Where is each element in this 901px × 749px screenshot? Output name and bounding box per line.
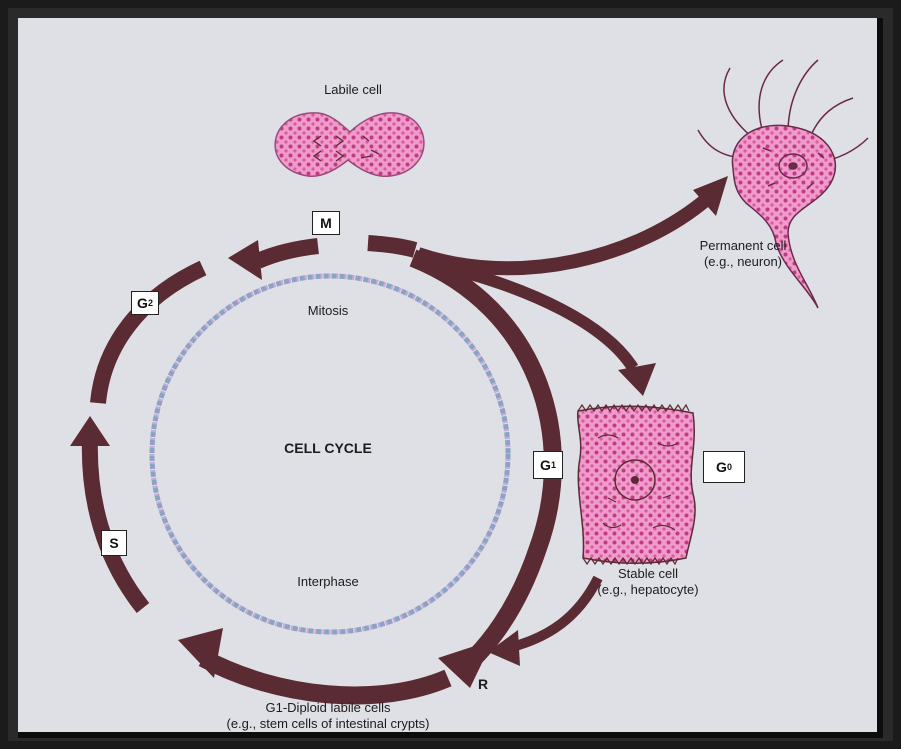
phase-s-label: S	[109, 535, 118, 551]
g1-diploid-label: G1-Diploid labile cells (e.g., stem cell…	[168, 700, 488, 732]
g1-diploid-example: (e.g., stem cells of intestinal crypts)	[168, 716, 488, 732]
permanent-cell-example: (e.g., neuron)	[678, 254, 808, 270]
phase-g0-letter: G	[716, 459, 727, 475]
arc-g2-up	[98, 268, 203, 403]
arc-r-to-left	[203, 658, 448, 695]
arc-g2-to-m	[258, 246, 318, 261]
cell-cycle-title: CELL CYCLE	[248, 440, 408, 456]
arc-s-up	[90, 438, 143, 608]
arc-to-permanent	[418, 198, 708, 268]
mitosis-label: Mitosis	[288, 303, 368, 319]
phase-g2-letter: G	[137, 295, 148, 311]
stable-cell-example: (e.g., hepatocyte)	[573, 582, 723, 598]
permanent-cell-title: Permanent cell	[678, 238, 808, 254]
permanent-cell-label: Permanent cell (e.g., neuron)	[678, 238, 808, 270]
phase-m-label: M	[320, 215, 332, 231]
arrowhead-to-m	[228, 240, 262, 280]
phase-g0-subscript: 0	[727, 462, 732, 472]
stable-cell-label: Stable cell (e.g., hepatocyte)	[573, 566, 723, 598]
phase-box-s: S	[101, 530, 127, 556]
labile-cell-shape	[275, 113, 424, 176]
phase-g1-subscript: 1	[551, 460, 556, 470]
arrowhead-left	[70, 416, 110, 446]
arc-m-to-g1	[413, 258, 553, 673]
phase-box-m: M	[312, 211, 340, 235]
phase-g1-letter: G	[540, 457, 551, 473]
hepatocyte-shape	[578, 405, 695, 564]
arc-m-right	[368, 243, 415, 250]
labile-cell-label: Labile cell	[303, 82, 403, 98]
interphase-label: Interphase	[273, 574, 383, 590]
arrowhead-stable	[618, 363, 656, 396]
stable-cell-title: Stable cell	[573, 566, 723, 582]
restriction-point-label: R	[475, 676, 491, 692]
cell-cycle-diagram	[18, 18, 883, 738]
g1-diploid-title: G1-Diploid labile cells	[168, 700, 488, 716]
phase-g2-subscript: 2	[148, 298, 153, 308]
diagram-panel: Labile cell Permanent cell (e.g., neuron…	[18, 18, 883, 738]
